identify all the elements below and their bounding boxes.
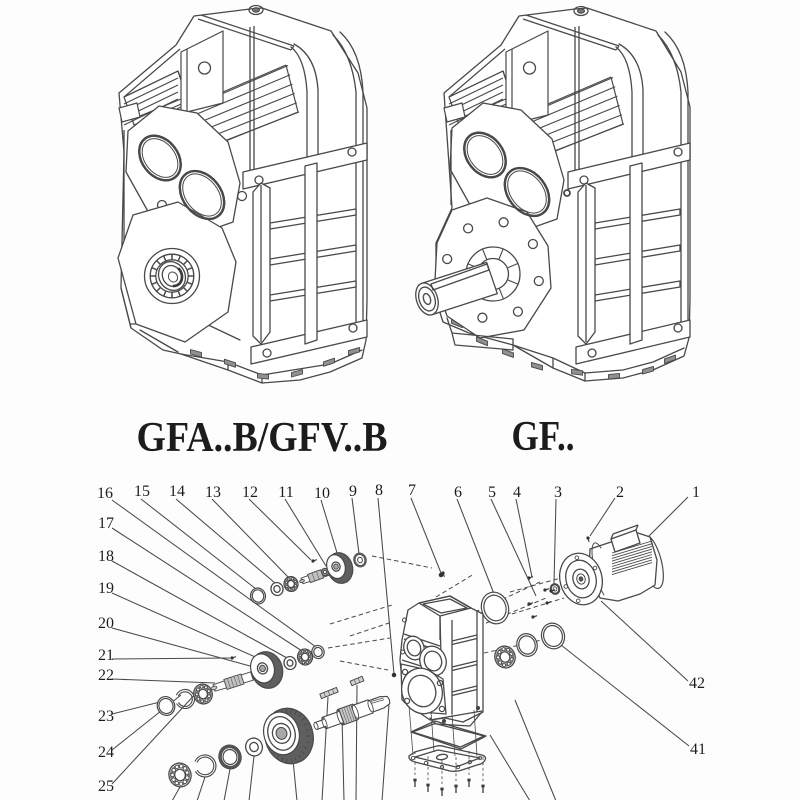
- svg-text:12: 12: [242, 484, 258, 501]
- svg-text:18: 18: [98, 548, 114, 565]
- svg-text:19: 19: [98, 580, 114, 597]
- svg-text:6: 6: [454, 484, 462, 501]
- svg-text:42: 42: [689, 675, 705, 692]
- svg-text:22: 22: [98, 667, 114, 684]
- svg-text:2: 2: [616, 484, 624, 501]
- svg-text:10: 10: [314, 485, 330, 502]
- svg-text:9: 9: [349, 483, 357, 500]
- svg-text:13: 13: [205, 484, 221, 501]
- svg-text:5: 5: [488, 484, 496, 501]
- svg-text:7: 7: [408, 482, 416, 499]
- svg-text:25: 25: [98, 778, 114, 795]
- svg-text:4: 4: [513, 484, 521, 501]
- svg-text:8: 8: [375, 482, 383, 499]
- svg-text:41: 41: [690, 741, 706, 758]
- svg-text:16: 16: [97, 485, 113, 502]
- svg-text:20: 20: [98, 615, 114, 632]
- svg-text:3: 3: [554, 484, 562, 501]
- svg-text:15: 15: [134, 483, 150, 500]
- svg-text:23: 23: [98, 708, 114, 725]
- svg-text:GF..: GF..: [512, 414, 575, 460]
- svg-text:17: 17: [98, 515, 114, 532]
- svg-text:1: 1: [692, 484, 700, 501]
- svg-text:24: 24: [98, 744, 114, 761]
- svg-text:14: 14: [169, 483, 185, 500]
- svg-text:11: 11: [278, 484, 293, 501]
- svg-text:21: 21: [98, 647, 114, 664]
- svg-text:GFA..B/GFV..B: GFA..B/GFV..B: [137, 415, 388, 461]
